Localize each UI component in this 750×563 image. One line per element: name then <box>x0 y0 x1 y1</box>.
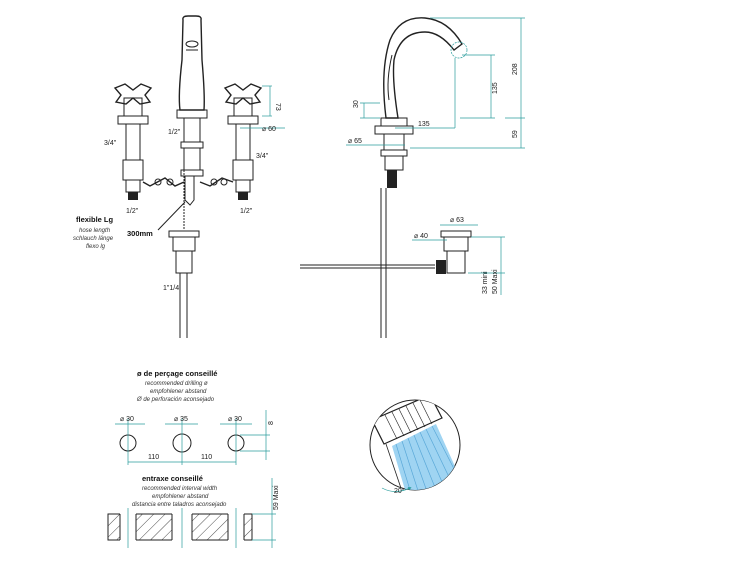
hose-de: schlauch länge <box>73 236 114 242</box>
hose-en: hose length <box>79 228 111 234</box>
drilling-es: Ø de perforación aconsejado <box>136 397 215 403</box>
interval-title: entraxe conseillé <box>142 474 203 483</box>
side-dim-135-v: 135 <box>492 82 499 94</box>
thread-3-4-right: 3/4" <box>256 153 269 160</box>
hole-2-dim: ⌀ 35 <box>174 416 188 423</box>
side-view: 30 135 135 208 59 ⌀ 65 <box>300 17 525 338</box>
drilling-title: ø de perçage conseillé <box>137 369 217 378</box>
side-dim-59: 59 <box>512 130 519 138</box>
hose-es: flexo lg <box>86 244 106 250</box>
spray-angle: 20° <box>394 487 405 495</box>
interval-en: recommended interval width <box>142 486 218 492</box>
front-view: 73 ⌀ 60 3/4" 1/2" 3/4" 1/2" 1/2" flexibl… <box>73 15 285 338</box>
spacing-1: 110 <box>148 454 159 461</box>
hose-title: flexible Lg <box>76 215 114 224</box>
spacing-2: 110 <box>201 454 212 461</box>
waste-dim-40: ⌀ 40 <box>414 233 428 240</box>
side-dim-30: 30 <box>353 100 360 108</box>
thread-3-4-left: 3/4" <box>104 140 117 147</box>
waste-detail: ⌀ 63 ⌀ 40 33 mini 50 Maxi <box>412 217 505 295</box>
left-handle-valve <box>113 83 153 200</box>
side-dim-135-h: 135 <box>418 121 430 128</box>
waste-dim-63: ⌀ 63 <box>450 217 464 224</box>
thread-1-2-right: 1/2" <box>240 208 253 215</box>
connecting-hoses <box>142 176 234 206</box>
spray-detail: 20° <box>369 399 461 495</box>
drilling-de: empfohlener abstand <box>150 389 207 395</box>
thread-1-2-center: 1/2" <box>168 129 181 136</box>
drilling-section: ø de perçage conseillé recommended drill… <box>107 369 280 548</box>
dim-60: ⌀ 60 <box>262 126 276 133</box>
interval-es: distancia entre taladros aconsejado <box>132 502 227 508</box>
hole-1-dim: ⌀ 30 <box>120 416 134 423</box>
hole-3-dim: ⌀ 30 <box>228 416 242 423</box>
waste-dim-max: 50 Maxi <box>492 269 499 294</box>
dim-73: 73 <box>274 103 281 111</box>
interval-dim-59: 59 Maxi <box>273 485 280 510</box>
waste-dim-min: 33 mini <box>482 271 489 294</box>
thread-1-2-left: 1/2" <box>126 208 139 215</box>
waste-thread: 1"1/4 <box>163 285 179 292</box>
front-spout <box>176 15 208 177</box>
side-dim-65: ⌀ 65 <box>348 138 362 145</box>
drilling-en: recommended drilling ø <box>145 381 208 387</box>
front-waste <box>168 155 200 338</box>
drilling-dim-8: 8 <box>268 421 275 425</box>
right-handle-valve <box>223 83 263 200</box>
side-dim-208: 208 <box>512 63 519 75</box>
hose-value: 300mm <box>127 229 153 238</box>
interval-de: empfohlener abstand <box>152 494 209 500</box>
